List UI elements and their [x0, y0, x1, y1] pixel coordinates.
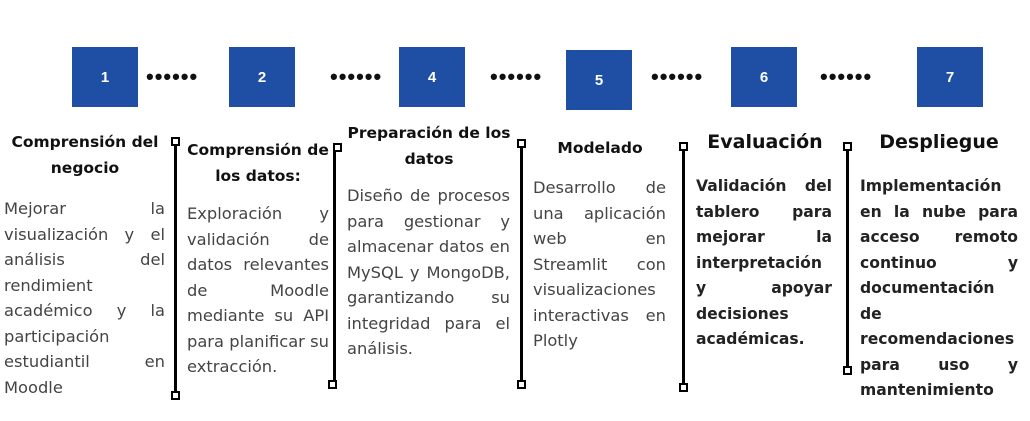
separator-top-cap	[517, 139, 526, 148]
step-5-box: 5	[566, 50, 632, 110]
step-number: 4	[427, 68, 437, 86]
separator-top-cap	[843, 142, 852, 151]
connector-dots: ••••••	[820, 64, 873, 89]
step-1-title: Comprensión del negocio	[11, 133, 159, 177]
separator-line	[682, 147, 685, 387]
connector-dots: ••••••	[146, 64, 199, 89]
separator-bottom-cap	[328, 380, 337, 389]
step-2-box: 2	[229, 47, 295, 107]
step-4-title: Preparación de los datos	[347, 124, 511, 168]
step-number: 6	[759, 68, 769, 86]
separator-top-cap	[171, 137, 180, 146]
step-7-description: Implementación en la nube para acceso re…	[860, 177, 1018, 399]
connector-dots: ••••••	[330, 64, 383, 89]
separator-bottom-cap	[171, 391, 180, 400]
step-6-description: Validación del tablero para mejorar la i…	[696, 177, 832, 348]
step-7-box: 7	[917, 47, 983, 107]
separator-bottom-cap	[517, 380, 526, 389]
step-4-description: Diseño de procesos para gestionar y alma…	[347, 186, 510, 358]
separator-top-cap	[679, 142, 688, 151]
step-5-title: Modelado	[557, 139, 643, 157]
step-7-title: Despliegue	[879, 131, 999, 153]
separator-bottom-cap	[679, 383, 688, 392]
separator-line	[520, 144, 523, 384]
step-number: 5	[594, 71, 604, 89]
step-2-description: Exploración y validación de datos releva…	[187, 204, 329, 376]
step-5-description: Desarrollo de una aplicación web en Stre…	[533, 178, 666, 350]
step-6-box: 6	[731, 47, 797, 107]
separator-line	[846, 147, 849, 372]
connector-dots: ••••••	[490, 64, 543, 89]
separator-line	[174, 142, 177, 393]
connector-dots: ••••••	[651, 64, 704, 89]
separator-line	[333, 148, 336, 385]
step-number: 2	[257, 68, 267, 86]
step-4-box: 4	[399, 47, 465, 107]
step-6-title: Evaluación	[707, 131, 823, 153]
step-number: 1	[100, 68, 110, 86]
step-1-box: 1	[72, 47, 138, 107]
separator-bottom-cap	[843, 366, 852, 375]
step-number: 7	[945, 68, 955, 86]
separator-top-cap	[333, 143, 342, 152]
step-2-title: Comprensión de los datos:	[187, 141, 329, 185]
step-1-description: Mejorar la visualización y el análisis d…	[4, 199, 165, 397]
